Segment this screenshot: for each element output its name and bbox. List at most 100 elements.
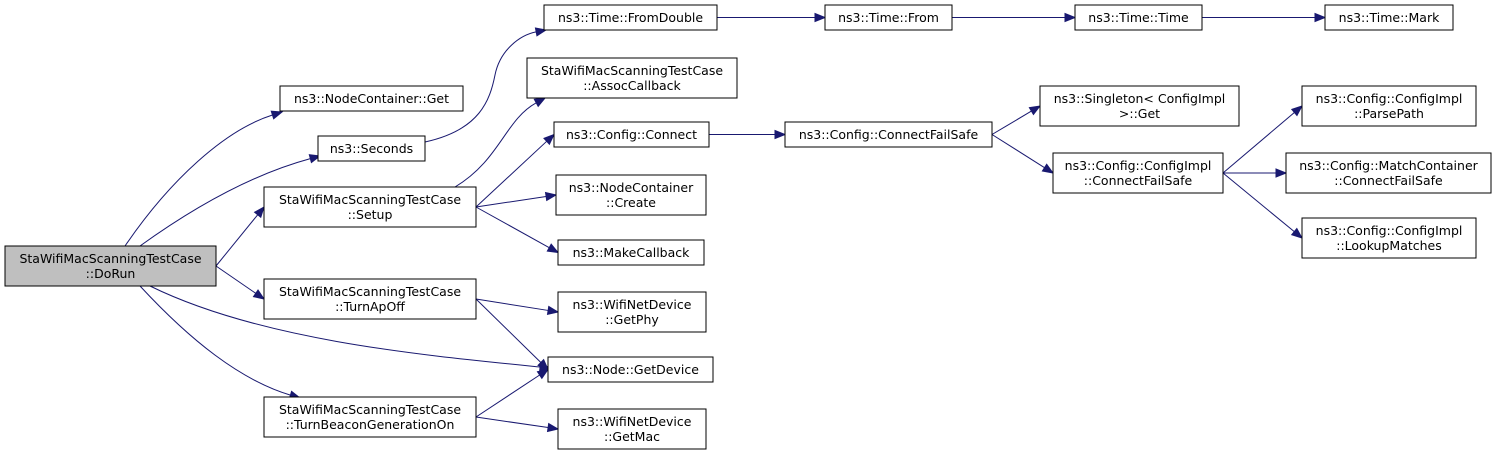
edge-configimpl_connectfailsafe-to-configimpl_lookupmatches-arrowhead bbox=[1290, 227, 1304, 239]
edge-setup-to-config_connect-line bbox=[475, 140, 548, 208]
node-box bbox=[317, 135, 426, 162]
edge-setup-to-assoccallback-line bbox=[454, 102, 537, 188]
edge-turnbeacon-to-node_getdevice-arrowhead bbox=[536, 368, 550, 380]
edge-dorun-to-nodecontainer_get-line bbox=[124, 114, 273, 247]
node-label-line: ns3::Time::Mark bbox=[1339, 10, 1440, 25]
edge-config_connectfailsafe-to-singleton_get bbox=[991, 105, 1042, 135]
edge-setup-to-config_connect bbox=[475, 133, 555, 208]
node-turnbeacon[interactable]: StaWifiMacScanningTestCase::TurnBeaconGe… bbox=[263, 396, 477, 438]
node-box bbox=[526, 57, 738, 99]
node-dorun[interactable]: StaWifiMacScanningTestCase::DoRun bbox=[4, 245, 217, 287]
node-configimpl-connectfailsafe[interactable]: ns3::Config::ConfigImpl::ConnectFailSafe bbox=[1052, 152, 1224, 194]
edge-config_connectfailsafe-to-singleton_get-line bbox=[991, 110, 1032, 135]
node-box bbox=[1039, 85, 1240, 127]
edge-configimpl_connectfailsafe-to-matchcontainer_connectfailsafe bbox=[1223, 168, 1288, 178]
edge-setup-to-makecallback-arrowhead bbox=[546, 243, 560, 254]
edge-configimpl_connectfailsafe-to-configimpl_parsepath-arrowhead bbox=[1290, 105, 1304, 117]
edge-seconds-to-time_fromdouble-arrowhead bbox=[534, 27, 548, 37]
edge-turnbeacon-to-node_getdevice bbox=[475, 368, 550, 418]
node-box bbox=[557, 291, 707, 333]
node-seconds[interactable]: ns3::Seconds bbox=[317, 135, 426, 162]
edge-time_fromdouble-to-time_from bbox=[717, 12, 827, 23]
node-box bbox=[263, 278, 477, 320]
node-label-line: ns3::WifiNetDevice bbox=[573, 297, 692, 312]
node-nodecontainer-create[interactable]: ns3::NodeContainer::Create bbox=[555, 174, 707, 216]
node-label-line: ::Setup bbox=[348, 207, 393, 222]
node-label-line: ns3::Config::Connect bbox=[566, 127, 697, 142]
edge-setup-to-assoccallback-arrowhead bbox=[533, 97, 547, 108]
edge-setup-to-makecallback bbox=[475, 206, 560, 254]
node-box bbox=[1301, 85, 1477, 127]
node-time-time[interactable]: ns3::Time::Time bbox=[1074, 4, 1203, 31]
edge-turnapoff-to-node_getdevice-arrowhead bbox=[537, 358, 549, 371]
node-config-connectfailsafe[interactable]: ns3::Config::ConnectFailSafe bbox=[784, 121, 993, 148]
edge-dorun-to-seconds-line bbox=[139, 158, 311, 247]
edge-time_time-to-time_mark bbox=[1202, 12, 1327, 23]
node-label-line: ::ConnectFailSafe bbox=[1334, 173, 1443, 188]
edges-layer bbox=[124, 12, 1327, 433]
node-config-connect[interactable]: ns3::Config::Connect bbox=[553, 121, 710, 148]
node-time-mark[interactable]: ns3::Time::Mark bbox=[1324, 4, 1454, 31]
node-box bbox=[1052, 152, 1224, 194]
node-configimpl-lookupmatches[interactable]: ns3::Config::ConfigImpl::LookupMatches bbox=[1301, 217, 1477, 259]
edge-dorun-to-turnbeacon-line bbox=[139, 285, 291, 396]
edge-dorun-to-setup bbox=[215, 205, 265, 267]
edge-dorun-to-seconds bbox=[139, 154, 322, 247]
edge-dorun-to-setup-line bbox=[215, 214, 259, 267]
node-box bbox=[263, 186, 477, 228]
edge-dorun-to-node_getdevice-line bbox=[149, 285, 541, 368]
node-wifinetdevice-getphy[interactable]: ns3::WifiNetDevice::GetPhy bbox=[557, 291, 707, 333]
node-makecallback[interactable]: ns3::MakeCallback bbox=[557, 239, 705, 266]
node-time-from[interactable]: ns3::Time::From bbox=[824, 4, 953, 31]
edge-turnbeacon-to-wifinetdevice_getmac-arrowhead bbox=[546, 422, 560, 433]
node-label-line: StaWifiMacScanningTestCase bbox=[279, 192, 461, 207]
edge-setup-to-nodecontainer_create-line bbox=[475, 195, 547, 208]
edge-time_from-to-time_time-arrowhead bbox=[1064, 12, 1077, 23]
node-label-line: ns3::Config::ConfigImpl bbox=[1316, 91, 1463, 106]
edge-setup-to-nodecontainer_create-arrowhead bbox=[544, 191, 558, 202]
node-label-line: ::DoRun bbox=[86, 266, 136, 281]
node-box bbox=[1324, 4, 1454, 31]
node-label-line: >::Get bbox=[1119, 106, 1160, 121]
node-box bbox=[1074, 4, 1203, 31]
node-label-line: ns3::WifiNetDevice bbox=[573, 414, 692, 429]
node-label-line: ns3::MakeCallback bbox=[573, 245, 691, 260]
node-singleton-get[interactable]: ns3::Singleton< ConfigImpl >::Get bbox=[1039, 85, 1240, 127]
edge-seconds-to-time_fromdouble-line bbox=[424, 31, 537, 143]
node-configimpl-parsepath[interactable]: ns3::Config::ConfigImpl::ParsePath bbox=[1301, 85, 1477, 127]
node-time-fromdouble[interactable]: ns3::Time::FromDouble bbox=[543, 4, 718, 31]
edge-dorun-to-seconds-arrowhead bbox=[308, 154, 322, 164]
node-assoccallback[interactable]: StaWifiMacScanningTestCase::AssocCallbac… bbox=[526, 57, 738, 99]
node-box bbox=[263, 396, 477, 438]
edge-config_connectfailsafe-to-configimpl_connectfailsafe bbox=[991, 134, 1055, 174]
edge-turnbeacon-to-wifinetdevice_getmac bbox=[475, 416, 560, 433]
node-label-line: ::ConnectFailSafe bbox=[1084, 173, 1193, 188]
edge-setup-to-assoccallback bbox=[454, 97, 547, 188]
edge-dorun-to-turnapoff bbox=[215, 265, 266, 300]
node-box bbox=[279, 85, 464, 112]
node-matchcontainer-connectfailsafe[interactable]: ns3::Config::MatchContainer::ConnectFail… bbox=[1285, 152, 1492, 194]
node-label-line: ns3::NodeContainer bbox=[569, 180, 694, 195]
edge-turnapoff-to-wifinetdevice_getphy-arrowhead bbox=[546, 305, 560, 316]
edge-dorun-to-turnapoff-line bbox=[215, 265, 257, 294]
node-node-getdevice[interactable]: ns3::Node::GetDevice bbox=[547, 356, 714, 383]
node-label-line: ns3::NodeContainer::Get bbox=[294, 91, 449, 106]
node-label-line: ns3::Config::MatchContainer bbox=[1299, 158, 1478, 173]
node-box bbox=[824, 4, 953, 31]
node-wifinetdevice-getmac[interactable]: ns3::WifiNetDevice::GetMac bbox=[557, 408, 707, 450]
node-label-line: StaWifiMacScanningTestCase bbox=[19, 251, 201, 266]
node-label-line: ns3::Time::Time bbox=[1088, 10, 1189, 25]
node-box bbox=[557, 239, 705, 266]
edge-setup-to-nodecontainer_create bbox=[475, 191, 558, 208]
node-box bbox=[553, 121, 710, 148]
node-box bbox=[784, 121, 993, 148]
edge-configimpl_connectfailsafe-to-configimpl_lookupmatches-line bbox=[1222, 172, 1295, 233]
node-label-line: StaWifiMacScanningTestCase bbox=[279, 402, 461, 417]
node-label-line: ns3::Seconds bbox=[330, 141, 413, 156]
node-setup[interactable]: StaWifiMacScanningTestCase::Setup bbox=[263, 186, 477, 228]
node-label-line: ::TurnBeaconGenerationOn bbox=[286, 417, 455, 432]
node-nodecontainer-get[interactable]: ns3::NodeContainer::Get bbox=[279, 85, 464, 112]
edge-turnapoff-to-wifinetdevice_getphy bbox=[475, 298, 560, 316]
node-turnapoff[interactable]: StaWifiMacScanningTestCase::TurnApOff bbox=[263, 278, 477, 320]
